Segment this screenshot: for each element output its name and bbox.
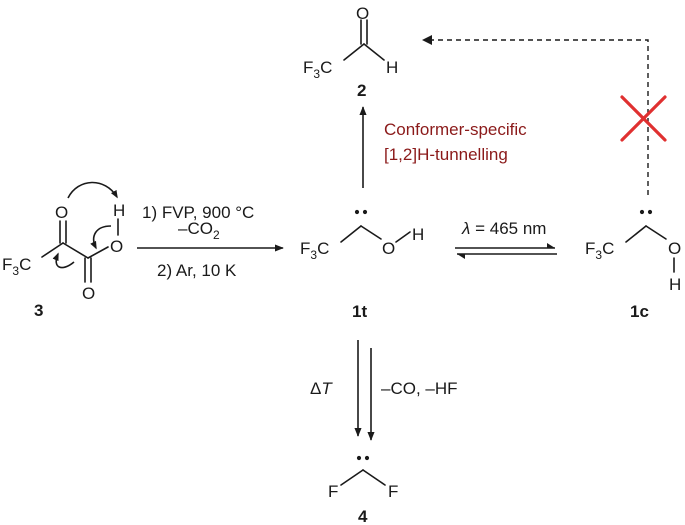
atom-f3-label: F3C xyxy=(300,239,329,262)
lone-pair-dot-left xyxy=(354,209,360,215)
atom-o-carbonyl: O xyxy=(82,284,95,303)
bond-cf3-c xyxy=(343,43,365,61)
dashed-arrow-1c-to-2 xyxy=(432,39,649,195)
heating-label: ΔT xyxy=(310,379,333,398)
atom-f3-label: F3C xyxy=(303,58,332,81)
lone-pair-dot-left xyxy=(639,209,645,215)
curved-arrow-ketone xyxy=(67,181,118,199)
compound-number-4: 4 xyxy=(358,507,368,525)
curved-arrow-cc-bond xyxy=(52,252,75,269)
cross-icon xyxy=(620,95,667,142)
bond-c-o xyxy=(645,225,667,240)
bond-cf3-c xyxy=(41,242,64,258)
dashed-arrow-head xyxy=(422,35,432,45)
wavelength-label: λ = 465 nm xyxy=(461,219,546,238)
compound-number-2: 2 xyxy=(357,81,366,100)
atom-o: O xyxy=(382,239,395,258)
bond-c-o xyxy=(360,225,382,240)
equilibrium-arrows xyxy=(455,243,557,259)
condition-step1: 1) FVP, 900 °C xyxy=(142,203,254,222)
bond-c-o-acid xyxy=(87,246,109,259)
atom-o-ketone: O xyxy=(55,203,68,222)
bond-cf3-c xyxy=(625,225,647,243)
atom-f-right: F xyxy=(388,482,398,501)
lone-pair-dot-right xyxy=(364,455,370,461)
equilibrium-head-reverse xyxy=(457,254,465,259)
compound-number-1t: 1t xyxy=(352,302,367,321)
bond-c-c xyxy=(62,242,89,259)
atom-f-left: F xyxy=(328,482,338,501)
atom-h: H xyxy=(669,275,681,294)
elimination-label: –CO, –HF xyxy=(381,379,458,398)
atom-h: H xyxy=(386,58,398,77)
equilibrium-head-forward xyxy=(547,243,555,248)
atom-o-hydroxyl: O xyxy=(110,237,123,256)
compound-number-3: 3 xyxy=(34,301,43,320)
curved-arrow-hydroxyl xyxy=(90,225,112,250)
atom-h: H xyxy=(412,225,424,244)
atom-o: O xyxy=(356,4,369,23)
bond-c-h xyxy=(363,43,385,61)
condition-step2: 2) Ar, 10 K xyxy=(157,261,237,280)
compound-1c-cis-carbene: F3C O H 1c xyxy=(585,209,681,321)
atom-f3-label: F3C xyxy=(585,239,614,262)
compound-number-1c: 1c xyxy=(630,302,649,321)
tunnelling-label-line1: Conformer-specific xyxy=(384,120,527,139)
bond-cf3-c xyxy=(340,225,362,243)
lone-pair-dot-right xyxy=(362,209,368,215)
condition-co2-loss: –CO2 xyxy=(178,219,220,242)
atom-h: H xyxy=(113,201,125,220)
bond-f-c-left xyxy=(340,469,364,486)
compound-4-difluorocarbene: F F 4 xyxy=(328,455,398,525)
compound-1t-trans-carbene: F3C O H 1t xyxy=(300,209,424,321)
lone-pair-dot-right xyxy=(647,209,653,215)
tunnelling-label-line2: [1,2]H-tunnelling xyxy=(384,145,508,164)
atom-f3-label: F3C xyxy=(2,255,31,278)
compound-2-trifluoroacetaldehyde: F3C O H 2 xyxy=(303,4,398,100)
lone-pair-dot-left xyxy=(356,455,362,461)
bond-o-h xyxy=(395,231,411,243)
bond-c-f-right xyxy=(362,469,386,486)
compound-3-trifluoropyruvic-acid: F3C O O O H 3 xyxy=(2,181,125,320)
atom-o: O xyxy=(668,239,681,258)
